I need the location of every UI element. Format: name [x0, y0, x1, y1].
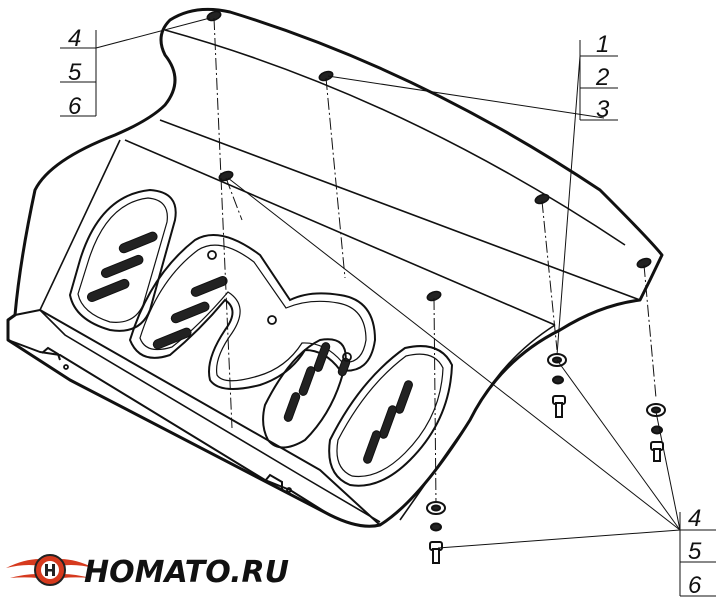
- vent-slot: [170, 301, 210, 324]
- bend-line-left: [39, 139, 121, 311]
- vent-slot: [313, 342, 331, 372]
- plate-front-fold: [14, 309, 381, 526]
- hole: [207, 250, 217, 260]
- small-holes: [63, 250, 352, 493]
- bolt-shank: [432, 548, 440, 564]
- notch: [264, 473, 283, 489]
- axis-line: [643, 264, 657, 399]
- front-notches: [41, 346, 283, 489]
- rib-middle-shape: [128, 234, 377, 390]
- fastener-set-2: [646, 403, 666, 462]
- vent-slot: [152, 327, 192, 350]
- vent-slot: [395, 380, 413, 414]
- callout-number: 4: [68, 25, 81, 52]
- callout-number: 5: [688, 538, 702, 565]
- callout-number: 6: [688, 572, 702, 599]
- vent-slot: [298, 366, 316, 396]
- bend-line-right: [399, 324, 556, 521]
- callout-number: 2: [595, 64, 609, 91]
- hole: [286, 487, 292, 493]
- leader: [655, 411, 681, 531]
- axis-line: [225, 177, 243, 221]
- vent-slot: [363, 430, 381, 464]
- logo-emblem: [6, 554, 94, 586]
- leader: [95, 17, 211, 49]
- fastener-set-1: [547, 353, 567, 418]
- callout-number: 1: [596, 31, 609, 58]
- leader: [556, 55, 581, 356]
- callout-block-bottom-right: 4 5 6: [679, 505, 716, 599]
- vent-slot: [118, 231, 158, 254]
- leader: [327, 75, 605, 119]
- callout-number: 4: [688, 505, 701, 532]
- callout-number: 6: [68, 93, 82, 120]
- hole: [267, 315, 277, 325]
- mount-slot: [426, 290, 442, 302]
- vent-slot: [100, 254, 144, 279]
- callout-number: 3: [596, 96, 610, 123]
- callout-block-top-right: 1 2 3: [579, 31, 618, 123]
- rib-right-oval-inner: [336, 353, 444, 478]
- bend-line-rear-2: [124, 139, 556, 326]
- stamped-ribs: [68, 188, 454, 487]
- leader: [227, 177, 681, 531]
- bend-line-rear: [159, 119, 641, 301]
- hole: [342, 352, 352, 362]
- notch: [41, 346, 61, 361]
- bend-line-top: [164, 29, 626, 246]
- mount-slot: [534, 193, 550, 205]
- callout-number: 5: [68, 59, 82, 86]
- fastener-set-3: [426, 501, 446, 564]
- spring-washer: [430, 522, 442, 532]
- leader-lines: [95, 17, 681, 549]
- axis-line: [433, 297, 437, 506]
- spring-washer: [552, 375, 564, 385]
- axis-line: [541, 200, 558, 351]
- logo-text: HOMATO.RU: [84, 555, 289, 590]
- bolt-shank: [653, 448, 661, 462]
- leader: [437, 529, 681, 549]
- mounting-slots: [206, 10, 652, 302]
- vent-slot: [379, 405, 397, 439]
- rib-lower-middle: [262, 338, 347, 449]
- axis-lines: [213, 17, 657, 506]
- vent-slots: [86, 231, 413, 464]
- plate-front-lip: [7, 339, 331, 516]
- axis-line: [213, 17, 233, 429]
- vent-slot: [337, 357, 351, 377]
- bolt-shank: [555, 402, 563, 418]
- mount-slot: [318, 70, 334, 82]
- hole: [63, 364, 69, 370]
- mount-slot: [636, 257, 652, 269]
- homato-logo: HOMATO.RU: [6, 554, 289, 590]
- vent-slot: [190, 276, 228, 297]
- rib-right-oval: [328, 345, 454, 487]
- rib-left-oval: [68, 188, 177, 332]
- axis-line: [325, 77, 346, 279]
- rib-left-oval-inner: [77, 197, 168, 323]
- washer-hole: [651, 406, 661, 414]
- rib-middle-shape-inner: [139, 244, 367, 382]
- vent-slot: [86, 278, 130, 303]
- bend-line-front: [39, 309, 381, 523]
- callout-block-top-left: 4 5 6: [60, 25, 97, 120]
- vent-slot: [283, 392, 301, 422]
- plate-bend-lines: [39, 29, 641, 523]
- washer-hole: [431, 504, 441, 512]
- mount-slot: [218, 170, 234, 182]
- leader: [556, 359, 681, 531]
